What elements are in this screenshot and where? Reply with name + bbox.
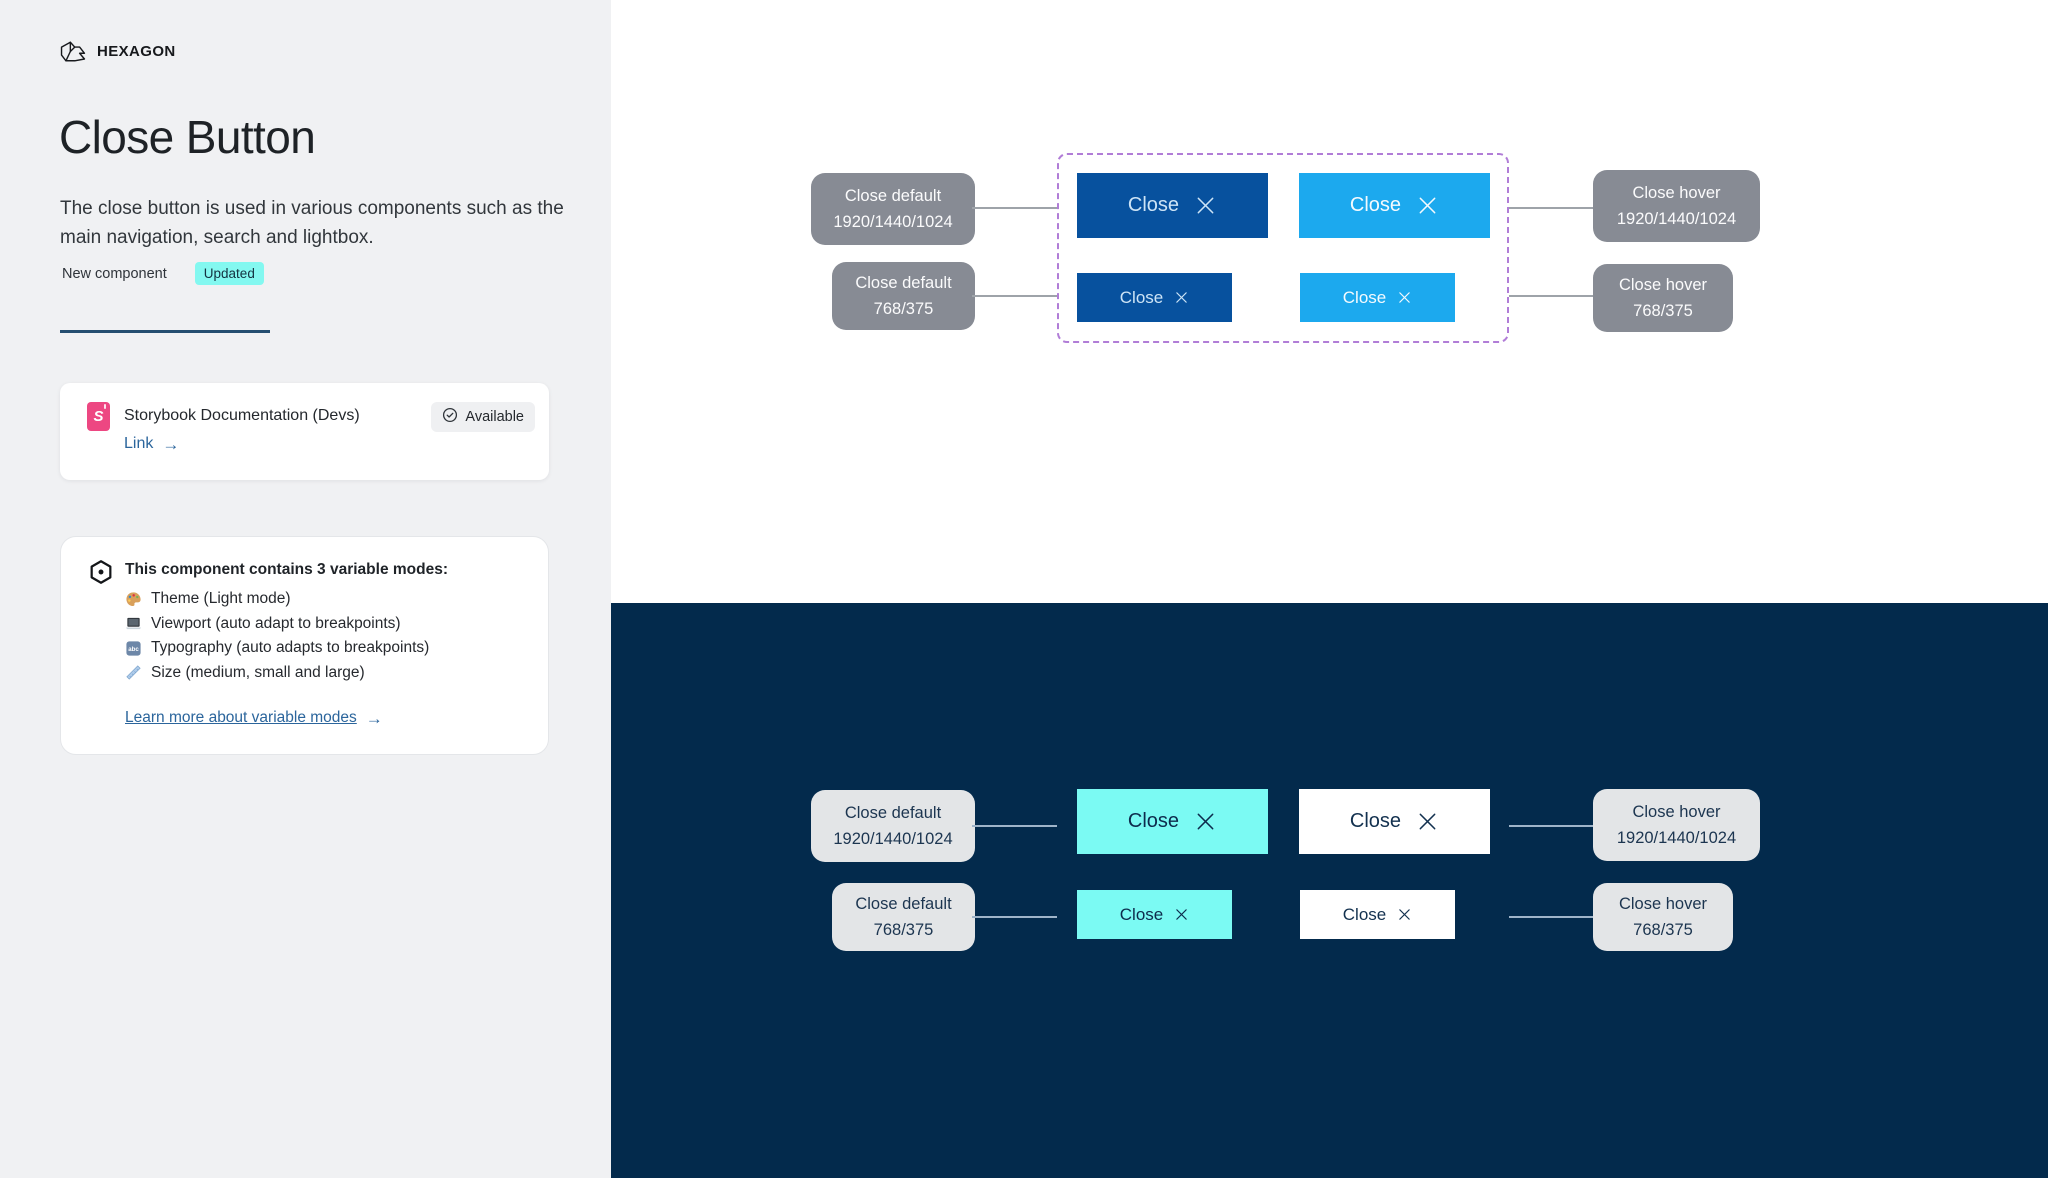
list-item: Viewport (auto adapt to breakpoints)	[125, 612, 429, 637]
annotation-close-default-small: Close default 768/375	[832, 262, 975, 330]
annotation-close-hover-small: Close hover 768/375	[1593, 264, 1733, 332]
component-selection-box	[1057, 153, 1509, 343]
close-x-icon	[1197, 197, 1214, 214]
brand-name: HEXAGON	[97, 43, 176, 60]
annotation-close-hover-large: Close hover 1920/1440/1024	[1593, 789, 1760, 861]
storybook-card: S Storybook Documentation (Devs) Availab…	[60, 383, 549, 480]
list-item-label: Viewport (auto adapt to breakpoints)	[151, 614, 401, 632]
close-button-default-large-dark[interactable]: Close	[1077, 789, 1268, 854]
availability-badge: Available	[431, 402, 535, 432]
storybook-link[interactable]: Link →	[124, 435, 179, 453]
list-item: abc Typography (auto adapts to breakpoin…	[125, 636, 429, 661]
annotation-close-default-large: Close default 1920/1440/1024	[811, 790, 975, 862]
close-button-label: Close	[1119, 904, 1164, 924]
status-badge: Updated	[194, 262, 264, 285]
brand: HEXAGON	[58, 38, 176, 65]
variable-modes-list: Theme (Light mode) Viewport (auto adapt …	[125, 587, 429, 685]
tab-indicator	[60, 330, 270, 333]
variable-modes-link-label: Learn more about variable modes	[125, 709, 357, 726]
ruler-icon	[126, 665, 141, 680]
annotation-close-hover-small: Close hover 768/375	[1593, 883, 1733, 951]
availability-label: Available	[465, 409, 524, 425]
arrow-right-icon: →	[162, 434, 180, 454]
meta-label: New component	[62, 265, 167, 282]
laptop-icon	[125, 618, 142, 630]
hexagon-logo-icon	[58, 38, 88, 65]
close-button-hover-small[interactable]: Close	[1300, 273, 1455, 322]
connector-line	[1509, 825, 1593, 827]
close-x-icon	[1399, 909, 1410, 920]
close-x-icon	[1176, 292, 1187, 303]
annotation-line: Close hover	[1632, 803, 1721, 821]
storybook-icon: S	[87, 402, 110, 431]
annotation-line: Close hover	[1632, 184, 1721, 202]
annotation-close-default-small: Close default 768/375	[832, 883, 975, 951]
meta-row: New component Updated	[62, 262, 264, 285]
close-x-icon	[1399, 292, 1410, 303]
arrow-right-icon: →	[365, 708, 383, 728]
connector-line	[972, 916, 1057, 918]
annotation-line: 1920/1440/1024	[1616, 829, 1737, 847]
connector-line	[1509, 207, 1593, 209]
list-item: Theme (Light mode)	[125, 587, 429, 612]
annotation-line: Close default	[855, 274, 952, 292]
annotation-line: 1920/1440/1024	[1616, 210, 1737, 228]
svg-text:abc: abc	[128, 646, 139, 653]
annotation-line: Close default	[844, 187, 942, 205]
palette-icon	[126, 592, 141, 606]
close-x-icon	[1197, 813, 1214, 830]
annotation-close-hover-large: Close hover 1920/1440/1024	[1593, 170, 1760, 242]
storybook-link-label: Link	[124, 435, 154, 452]
annotation-line: 768/375	[873, 921, 934, 939]
close-button-label: Close	[1349, 194, 1402, 216]
typography-icon: abc	[126, 641, 141, 656]
annotation-line: 768/375	[1633, 921, 1693, 939]
annotation-line: Close default	[855, 895, 952, 913]
connector-line	[972, 825, 1057, 827]
annotation-line: Close hover	[1618, 895, 1708, 913]
close-button-hover-large-dark[interactable]: Close	[1299, 789, 1490, 854]
storybook-card-title: Storybook Documentation (Devs)	[124, 407, 360, 424]
close-button-default-large[interactable]: Close	[1077, 173, 1268, 238]
sidebar: HEXAGON Close Button The close button is…	[0, 0, 611, 1178]
connector-line	[1509, 295, 1593, 297]
close-button-label: Close	[1342, 904, 1387, 924]
list-item-label: Theme (Light mode)	[151, 590, 291, 608]
annotation-line: 768/375	[1633, 302, 1693, 320]
close-button-label: Close	[1342, 287, 1387, 307]
close-button-hover-small-dark[interactable]: Close	[1300, 890, 1455, 939]
annotation-line: 1920/1440/1024	[833, 830, 953, 848]
variable-modes-title: This component contains 3 variable modes…	[125, 561, 448, 578]
annotation-line: Close default	[844, 804, 942, 822]
connector-line	[1509, 916, 1593, 918]
close-button-hover-large[interactable]: Close	[1299, 173, 1490, 238]
connector-line	[972, 207, 1057, 209]
close-button-label: Close	[1349, 810, 1402, 832]
annotation-close-default-large: Close default 1920/1440/1024	[811, 173, 975, 245]
connector-line	[972, 295, 1057, 297]
close-button-label: Close	[1127, 194, 1180, 216]
annotation-line: 1920/1440/1024	[833, 213, 953, 231]
list-item-label: Size (medium, small and large)	[151, 663, 365, 681]
close-button-default-small[interactable]: Close	[1077, 273, 1232, 322]
variable-modes-link[interactable]: Learn more about variable modes →	[125, 709, 383, 727]
close-button-default-small-dark[interactable]: Close	[1077, 890, 1232, 939]
close-button-label: Close	[1127, 810, 1180, 832]
close-x-icon	[1419, 813, 1436, 830]
check-circle-icon	[442, 407, 458, 427]
annotation-line: 768/375	[873, 300, 934, 318]
list-item: Size (medium, small and large)	[125, 661, 429, 686]
close-button-label: Close	[1119, 287, 1164, 307]
close-x-icon	[1419, 197, 1436, 214]
page-title: Close Button	[59, 111, 316, 163]
page-description: The close button is used in various comp…	[60, 198, 564, 248]
variable-modes-card: This component contains 3 variable modes…	[60, 536, 549, 755]
close-x-icon	[1176, 909, 1187, 920]
variable-modes-icon	[87, 558, 115, 591]
list-item-label: Typography (auto adapts to breakpoints)	[151, 639, 430, 657]
annotation-line: Close hover	[1618, 276, 1708, 294]
